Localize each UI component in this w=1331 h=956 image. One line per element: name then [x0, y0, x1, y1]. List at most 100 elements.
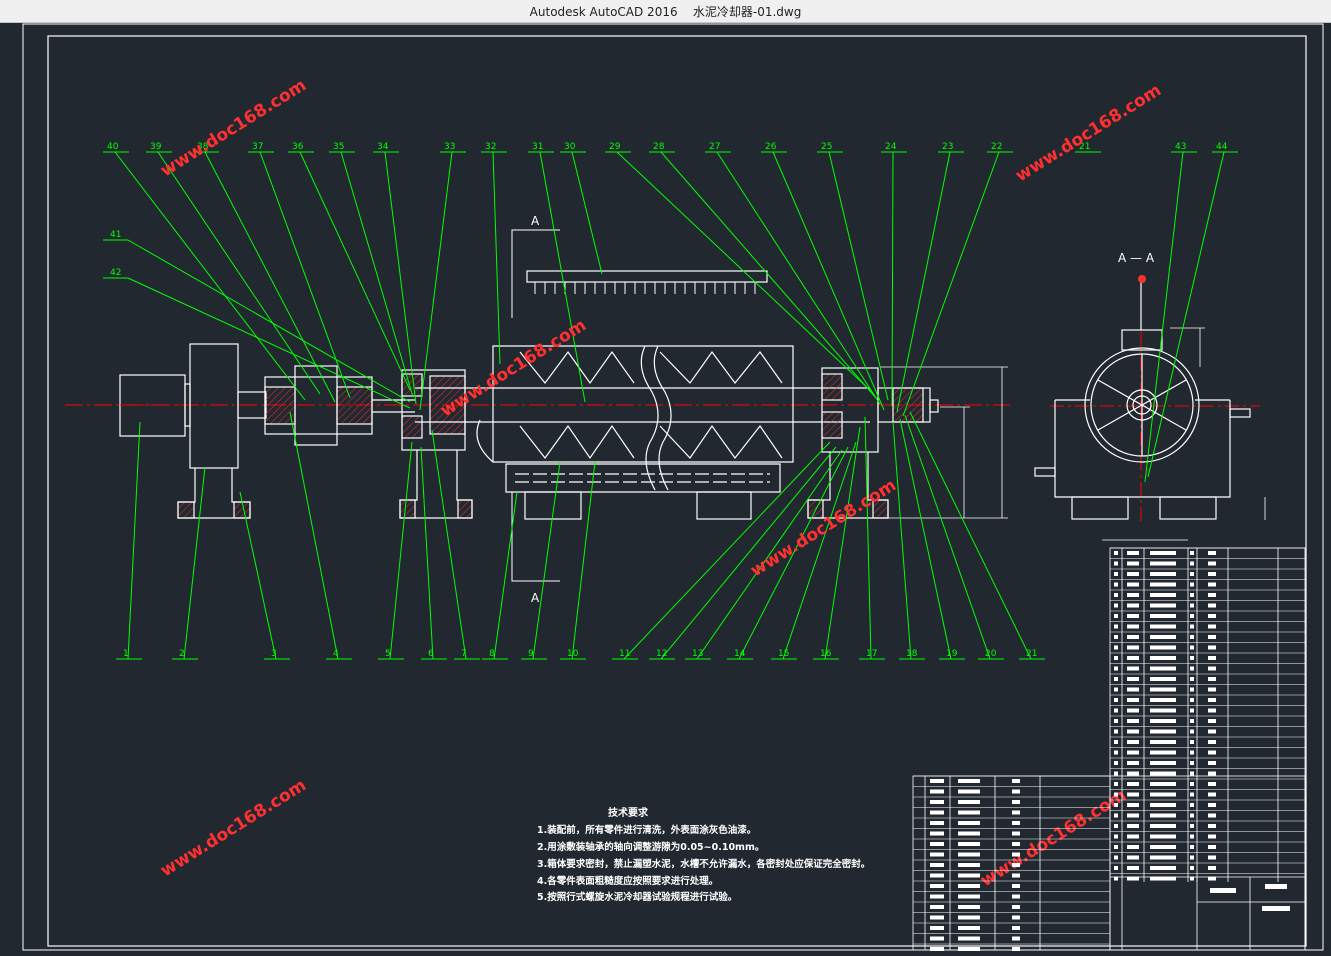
callout-label-14: 14	[734, 649, 746, 659]
callout-label-13: 13	[692, 649, 703, 659]
table-cell	[930, 894, 944, 899]
watermark-text: www.doc168.com	[1012, 80, 1165, 186]
table-cell	[1127, 876, 1139, 881]
callout-label-6: 6	[428, 649, 434, 659]
callout-label-21: 21	[1026, 649, 1037, 659]
table-cell	[930, 779, 944, 783]
table-cell	[1190, 645, 1194, 650]
tech-req-item: 2.用涂敷装轴承的轴向调整游隙为0.05~0.10mm。	[537, 841, 764, 853]
table-cell	[1150, 698, 1176, 702]
table-cell	[1127, 813, 1139, 818]
table-cell	[1114, 656, 1118, 660]
table-cell	[1012, 873, 1020, 878]
table-cell	[1150, 855, 1176, 860]
table-cell	[1127, 803, 1139, 807]
table-cell	[1150, 813, 1176, 818]
table-cell	[1150, 876, 1176, 881]
table-cell	[1150, 792, 1176, 797]
table-cell	[1150, 603, 1176, 608]
table-cell	[1127, 656, 1139, 660]
callout-label-38: 38	[197, 142, 209, 152]
table-cell	[958, 894, 980, 899]
table-cell	[1114, 824, 1118, 828]
table-cell	[1208, 813, 1216, 818]
table-cell	[1127, 603, 1139, 608]
table-cell	[1127, 792, 1139, 797]
table-cell	[930, 863, 944, 867]
sheet-outer-border	[22, 23, 1324, 951]
table-cell	[1150, 803, 1176, 807]
callout-label-26: 26	[765, 142, 777, 152]
table-cell	[958, 884, 980, 888]
table-cell	[1208, 719, 1216, 723]
table-cell	[1127, 645, 1139, 650]
table-cell	[1208, 834, 1216, 839]
table-cell	[1190, 635, 1194, 639]
window-title: Autodesk AutoCAD 2016 水泥冷却器-01.dwg	[0, 3, 1331, 20]
table-cell	[1208, 792, 1216, 797]
table-cell	[1190, 603, 1194, 608]
table-cell	[1114, 666, 1118, 671]
table-cell	[958, 863, 980, 867]
table-cell	[1190, 792, 1194, 797]
trough-foot-right	[696, 491, 752, 520]
table-cell	[1127, 614, 1139, 618]
tech-req-item: 4.各零件表面粗糙度应按照要求进行处理。	[537, 875, 718, 887]
table-cell	[1190, 593, 1194, 597]
table-cell	[958, 947, 980, 951]
table-cell	[1150, 561, 1176, 566]
callout-label-2: 2	[179, 649, 185, 659]
callout-label-3: 3	[271, 649, 277, 659]
table-cell	[1012, 810, 1020, 815]
tech-req-item: 3.箱体要求密封，禁止漏塑水泥，水槽不允许漏水，各密封处应保证完全密封。	[537, 858, 870, 870]
tech-req-item: 1.装配前，所有零件进行清洗，外表面涂灰色油漆。	[537, 824, 756, 836]
table-cell	[1127, 761, 1139, 765]
table-cell	[1012, 926, 1020, 930]
table-cell	[1208, 824, 1216, 828]
table-cell	[1150, 834, 1176, 839]
watermark-text: www.doc168.com	[747, 475, 900, 581]
table-cell	[1127, 687, 1139, 692]
watermark-text: www.doc168.com	[157, 75, 310, 181]
table-cell	[1190, 614, 1194, 618]
reducer	[189, 343, 239, 469]
table-cell	[958, 852, 980, 857]
table-cell	[1190, 719, 1194, 723]
table-cell	[1190, 582, 1194, 587]
table-cell	[1150, 782, 1176, 786]
table-cell	[1127, 593, 1139, 597]
table-cell	[1127, 750, 1139, 755]
table-cell	[958, 915, 980, 920]
callout-label-22: 22	[991, 142, 1002, 152]
table-cell	[1114, 771, 1118, 776]
callout-label-37: 37	[252, 142, 263, 152]
table-cell	[1114, 603, 1118, 608]
table-cell	[1127, 635, 1139, 639]
title-block-company	[1262, 906, 1290, 911]
table-cell	[1208, 803, 1216, 807]
table-cell	[1114, 593, 1118, 597]
table-cell	[1012, 863, 1020, 867]
table-cell	[1208, 771, 1216, 776]
table-cell	[1114, 761, 1118, 765]
file-name: 水泥冷却器-01.dwg	[692, 5, 802, 19]
table-cell	[1114, 813, 1118, 818]
table-cell	[1190, 782, 1194, 786]
table-cell	[930, 810, 944, 815]
section-aa-view	[1034, 282, 1266, 541]
table-cell	[958, 821, 980, 825]
table-cell	[1208, 614, 1216, 618]
table-cell	[1127, 782, 1139, 786]
callout-label-18: 18	[906, 649, 918, 659]
table-cell	[1150, 824, 1176, 828]
table-cell	[1127, 824, 1139, 828]
table-cell	[1150, 866, 1176, 870]
watermark-text: www.doc168.com	[977, 785, 1130, 891]
table-cell	[958, 936, 980, 941]
callout-label-28: 28	[653, 142, 665, 152]
table-cell	[1114, 750, 1118, 755]
table-cell	[1127, 561, 1139, 566]
table-cell	[1150, 551, 1176, 555]
